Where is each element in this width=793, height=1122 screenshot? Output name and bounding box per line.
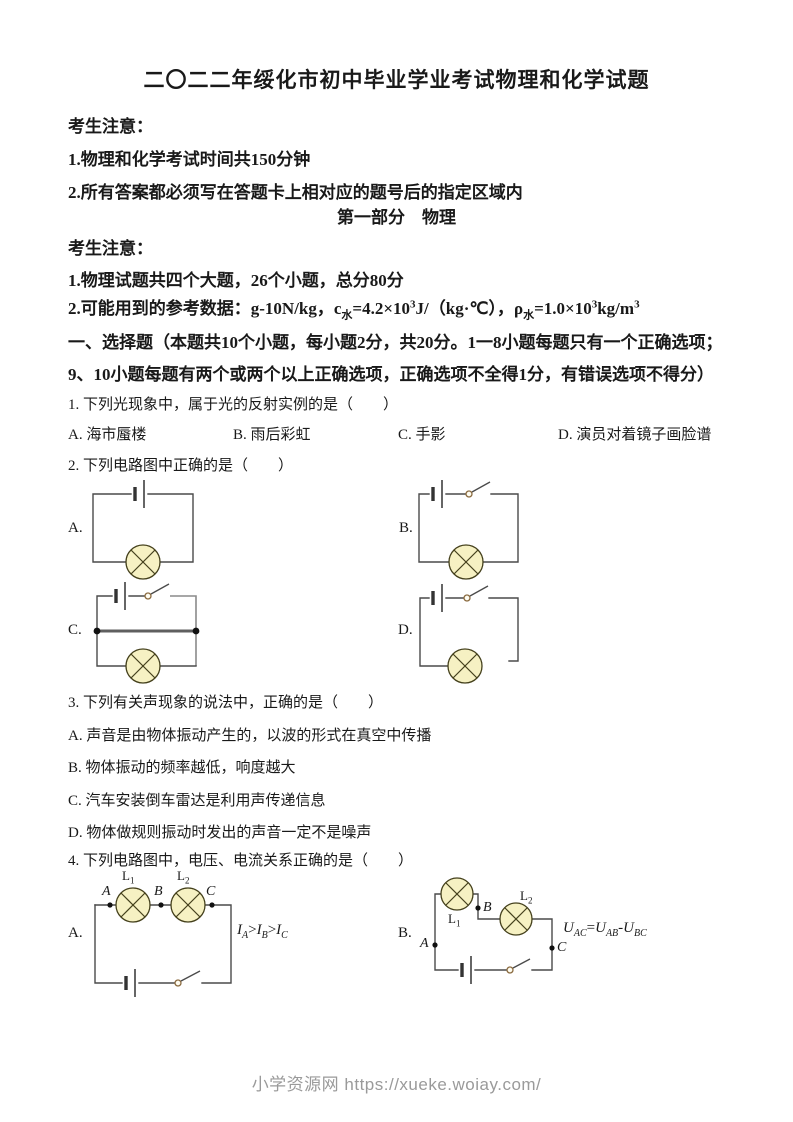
lamp-l2-label: L2: [177, 868, 190, 886]
point-b-label: B: [154, 884, 163, 899]
wire: [419, 597, 519, 667]
q1-option-b: B. 雨后彩虹: [233, 427, 311, 443]
lamp-icon: [440, 877, 474, 911]
q4b-voltage-relation: UAC=UAB-UBC: [563, 920, 647, 939]
junction-dots: [432, 905, 555, 951]
question-1-text: 1. 下列光现象中，属于光的反射实例的是（ ）: [68, 397, 399, 413]
battery-icon: [431, 584, 443, 612]
section1-header-line2: 9、10小题每题有两个或两个以上正确选项，正确选项不全得1分，有错误选项不得分）: [68, 365, 714, 384]
lamp-icon: [447, 648, 483, 684]
q4a-current-relation: IA>IB>IC: [237, 922, 288, 941]
switch-icon: [174, 970, 201, 987]
junction-dots: [107, 902, 215, 908]
battery-icon: [114, 582, 126, 610]
lamp-icon: [115, 887, 151, 923]
q4-circuit-b-diagram: [432, 877, 555, 984]
lamp-icon: [125, 544, 161, 580]
reference-data-line: 2.可能用到的参考数据：g-10N/kg，c水=4.2×103J/（kg·℃），…: [68, 298, 640, 322]
notice1-item2: 2.所有答案都必须写在答题卡上相对应的题号后的指定区域内: [68, 183, 523, 202]
q3-option-d: D. 物体做规则振动时发出的声音一定不是噪声: [68, 825, 372, 841]
notice2-item1: 1.物理试题共四个大题，26个小题，总分80分: [68, 271, 404, 290]
wire: [94, 904, 232, 984]
q2-circuit-d-label: D.: [398, 622, 413, 638]
lamp-icon: [125, 648, 161, 684]
q3-option-c: C. 汽车安装倒车雷达是利用声传递信息: [68, 793, 326, 809]
q1-option-a: A. 海市蜃楼: [68, 427, 147, 443]
point-c-label: C: [557, 940, 567, 955]
q3-option-a: A. 声音是由物体振动产生的，以波的形式在真空中传播: [68, 728, 432, 744]
part-heading: 第一部分 物理: [337, 208, 456, 227]
q1-option-c: C. 手影: [398, 427, 446, 443]
q3-option-b: B. 物体振动的频率越低，响度越大: [68, 760, 296, 776]
q4-circuit-b-label: B.: [398, 925, 412, 941]
lamp-icon: [499, 902, 533, 936]
page-title: 二〇二二年绥化市初中毕业学业考试物理和化学试题: [143, 68, 650, 92]
q2-circuit-a-label: A.: [68, 520, 83, 536]
switch-icon: [463, 585, 489, 602]
notice2-heading: 考生注意：: [68, 239, 153, 258]
wire: [92, 493, 194, 563]
q2-circuit-c-label: C.: [68, 622, 82, 638]
wire: [418, 493, 519, 563]
switch-icon: [506, 958, 531, 974]
lamp-icon: [448, 544, 484, 580]
question-3-text: 3. 下列有关声现象的说法中，正确的是（ ）: [68, 695, 384, 711]
lamp-l1-label: L1: [448, 911, 461, 929]
q1-option-d: D. 演员对着镜子画脸谱: [558, 427, 712, 443]
q2-circuit-b-diagram: [418, 480, 519, 580]
q2-circuit-d-diagram: [419, 584, 519, 684]
point-a-label: A: [102, 884, 111, 899]
switch-icon: [465, 481, 491, 498]
q4-circuit-a-diagram: [94, 887, 232, 997]
watermark-footer: 小学资源网 https://xueke.woiay.com/: [251, 1075, 542, 1094]
short-circuit-wire: [93, 627, 200, 635]
point-a-label: A: [420, 936, 429, 951]
section1-header-line1: 一、选择题（本题共10个小题，每小题2分，共20分。1一8小题每题只有一个正确选…: [68, 333, 723, 352]
question-2-text: 2. 下列电路图中正确的是（ ）: [68, 458, 294, 474]
switch-icon: [144, 583, 170, 600]
battery-icon: [431, 480, 443, 508]
question-4-text: 4. 下列电路图中，电压、电流关系正确的是（ ）: [68, 853, 414, 869]
battery-icon: [133, 480, 145, 508]
q2-circuit-b-label: B.: [399, 520, 413, 536]
wire: [434, 893, 553, 971]
point-b-label: B: [483, 900, 492, 915]
lamp-l1-label: L1: [122, 868, 135, 886]
q2-circuit-c-diagram: [93, 582, 200, 684]
lamp-icon: [170, 887, 206, 923]
q4-circuit-a-label: A.: [68, 925, 83, 941]
battery-icon: [124, 969, 136, 997]
notice1-heading: 考生注意：: [68, 117, 153, 136]
q4-circuit-b-figure: A L1 B L2 C: [420, 868, 610, 993]
q2-circuit-a-diagram: [92, 480, 194, 580]
battery-icon: [460, 956, 472, 984]
lamp-l2-label: L2: [520, 888, 533, 906]
q4-circuit-a-figure: A L1 B L2 C: [78, 868, 293, 997]
point-c-label: C: [206, 884, 216, 899]
notice1-item1: 1.物理和化学考试时间共150分钟: [68, 150, 311, 169]
